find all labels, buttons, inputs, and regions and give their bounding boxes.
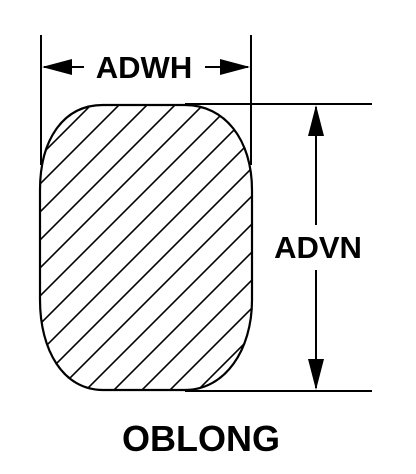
shape-caption: OBLONG: [122, 418, 280, 459]
width-arrow-left-icon: [42, 59, 72, 75]
height-arrow-top-icon: [308, 105, 324, 136]
height-label: ADVN: [274, 230, 362, 265]
width-label: ADWH: [96, 50, 192, 85]
width-arrow-right-icon: [220, 59, 250, 75]
height-arrow-bottom-icon: [308, 359, 324, 390]
oblong-hatching: [40, 105, 252, 390]
